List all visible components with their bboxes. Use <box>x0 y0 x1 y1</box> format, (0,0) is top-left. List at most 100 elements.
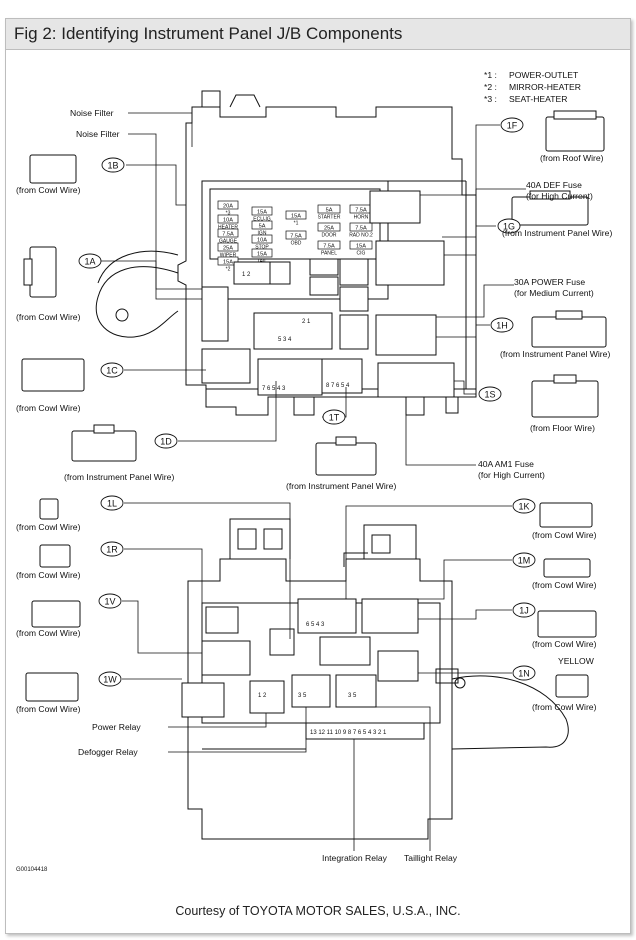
connector-code-1H: 1H <box>496 320 508 330</box>
connector-code-1B: 1B <box>107 160 118 170</box>
wire-label-1G: (from Instrument Panel Wire) <box>502 228 612 238</box>
power-fuse-sub: (for Medium Current) <box>514 288 594 298</box>
connector-bubble-1M <box>512 552 536 568</box>
def-fuse-label: 40A DEF Fuse <box>526 180 582 190</box>
fuse-cell <box>251 220 273 230</box>
connector-bubble-1W <box>98 671 122 687</box>
fuse-rating: 7.5A <box>222 232 234 238</box>
integration-relay-label: Integration Relay <box>322 853 388 863</box>
fuse-name: PANEL <box>321 251 337 257</box>
connector-bubble-1L <box>100 495 124 511</box>
connector-bubble-1T <box>322 409 346 425</box>
wire-label-1F: (from Roof Wire) <box>540 153 604 163</box>
wire-label-1A: (from Cowl Wire) <box>16 312 81 322</box>
fuse-rating: 15A <box>291 214 301 220</box>
connector-code-1J: 1J <box>519 605 529 615</box>
connector-code-1S: 1S <box>484 389 495 399</box>
relay-pins-h: 3 5 <box>348 693 357 699</box>
fuse-rating: 5A <box>326 208 333 214</box>
fuse-name: *1 <box>294 221 299 227</box>
fuse-name: RAD NO.2 <box>349 233 373 239</box>
connector-bubble-1R <box>100 541 124 557</box>
fuse-cell <box>217 228 239 238</box>
figure-title: Fig 2: Identifying Instrument Panel J/B … <box>14 24 403 43</box>
am1-fuse-label: 40A AM1 Fuse <box>478 459 534 469</box>
relay-pins-b: 5 3 4 <box>278 337 292 343</box>
connector-code-1F: 1F <box>507 120 518 130</box>
fuse-name: HEATER <box>218 225 238 231</box>
fuse-rating: 15A <box>257 252 267 258</box>
wire-label-1L: (from Cowl Wire) <box>16 522 81 532</box>
upper-relays <box>201 190 455 398</box>
connector-code-1L: 1L <box>107 498 117 508</box>
power-fuse-label: 30A POWER Fuse <box>514 277 585 287</box>
fuse-name: HORN <box>354 215 369 221</box>
fuse-cell <box>317 222 341 232</box>
component-labels: Noise Filter Noise Filter 40A DEF Fuse (… <box>16 108 595 873</box>
fuse-rating: 5A <box>259 224 266 230</box>
fuse-cell <box>251 234 273 244</box>
connector-bubble-1A <box>78 253 102 269</box>
connector-code-1V: 1V <box>104 596 115 606</box>
wire-label-1D: (from Instrument Panel Wire) <box>64 472 174 482</box>
relay-pins-i: 1 2 <box>258 693 267 699</box>
connector-code-1W: 1W <box>103 674 117 684</box>
wire-label-1K: (from Cowl Wire) <box>532 530 597 540</box>
legend-mark-1: *1 : <box>484 70 497 80</box>
fuse-name: CIG <box>357 251 366 257</box>
wire-label-1S: (from Floor Wire) <box>530 423 595 433</box>
fuse-rating: 25A <box>223 246 233 252</box>
fuse-name: *2 <box>226 267 231 273</box>
fuse-cell <box>251 248 273 258</box>
connector-bubble-1D <box>154 433 178 449</box>
legend-mark-2: *2 : <box>484 82 497 92</box>
connector-code-1R: 1R <box>106 544 118 554</box>
fuse-rating: 15A <box>356 244 366 250</box>
fuse-rating: 7.5A <box>323 244 335 250</box>
am1-fuse-sub: (for High Current) <box>478 470 545 480</box>
fuse-cell <box>251 206 273 216</box>
connector-bubble-1F <box>500 117 524 133</box>
figure-frame: Fig 2: Identifying Instrument Panel J/B … <box>5 18 631 934</box>
wire-label-1H: (from Instrument Panel Wire) <box>500 349 610 359</box>
credit-line: Courtesy of TOYOTA MOTOR SALES, U.S.A., … <box>175 904 461 918</box>
wire-label-1B: (from Cowl Wire) <box>16 185 81 195</box>
wire-label-1M: (from Cowl Wire) <box>532 580 597 590</box>
fuse-name: STARTER <box>318 215 341 221</box>
fuse-cell <box>349 222 373 232</box>
legend-mark-3: *3 : <box>484 94 497 104</box>
relay-pins-a: 1 2 <box>242 272 251 278</box>
connector-code-1G: 1G <box>503 221 515 231</box>
defogger-relay-label: Defogger Relay <box>78 747 138 757</box>
fuse-rating: 15A <box>223 260 233 266</box>
fuse-rating: 7.5A <box>355 226 367 232</box>
fuse-rating: 25A <box>324 226 334 232</box>
junction-block-diagram: *1 : POWER-OUTLET *2 : MIRROR-HEATER *3 … <box>16 70 612 873</box>
legend: *1 : POWER-OUTLET *2 : MIRROR-HEATER *3 … <box>484 70 581 104</box>
wire-label-1J: (from Cowl Wire) <box>532 639 597 649</box>
connector-bubble-1J <box>512 602 536 618</box>
fuse-cell <box>217 242 239 252</box>
wire-label-1N: (from Cowl Wire) <box>532 702 597 712</box>
relay-pins-d: 7 6 5 4 3 <box>262 386 286 392</box>
connector-code-1C: 1C <box>106 365 118 375</box>
fuse-rating: 10A <box>223 218 233 224</box>
fuse-name: WIPER <box>220 253 237 259</box>
connector-bubble-1G <box>497 218 521 234</box>
connector-code-1D: 1D <box>160 436 172 446</box>
fuse-rating: 7.5A <box>355 208 367 214</box>
noise-filter-label-2: Noise Filter <box>76 129 120 139</box>
fuse-name: *3 <box>226 211 231 217</box>
relay-pins-c: 2 1 <box>302 319 311 325</box>
connector-bubble-1C <box>100 362 124 378</box>
fuse-cell <box>317 240 341 250</box>
leader-lines <box>98 112 526 851</box>
fuse-cell <box>317 204 341 214</box>
fuse-name: DOOR <box>322 233 337 239</box>
fuse-rating: 10A <box>257 238 267 244</box>
fuse-name: GAUGE <box>219 239 238 245</box>
connector-bubble-1V <box>98 593 122 609</box>
wire-label-1T: (from Instrument Panel Wire) <box>286 481 396 491</box>
